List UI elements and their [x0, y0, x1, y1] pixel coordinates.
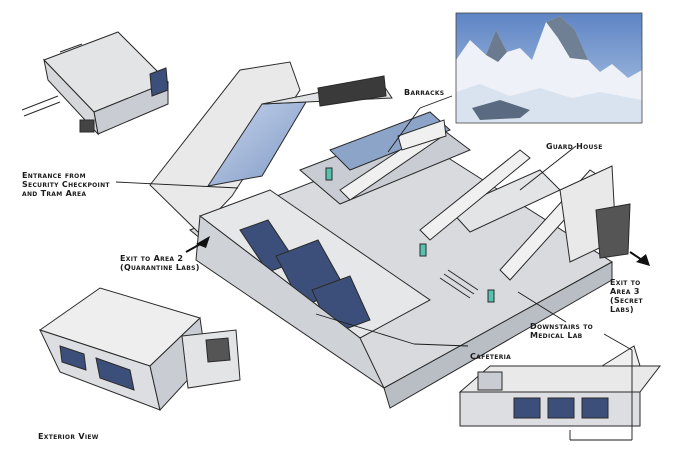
mountain-photo — [455, 12, 643, 124]
label-exit-area-3: Exit to Area 3 (Secret Labs) — [610, 278, 643, 314]
label-exit-area-3-line-3: (Secret — [610, 296, 643, 305]
label-entrance-line-1: Entrance from — [22, 171, 86, 180]
label-downstairs-line-2: Medical Lab — [530, 331, 583, 340]
label-guard-house: Guard House — [546, 142, 603, 151]
label-exit-area-2-line-1: Exit to Area 2 — [120, 254, 184, 263]
exit-arrow-right-icon — [629, 251, 650, 266]
label-downstairs: Downstairs to Medical Lab — [530, 322, 593, 340]
label-entrance-line-3: and Tram Area — [22, 189, 87, 198]
label-exit-area-3-line-1: Exit to — [610, 278, 641, 287]
callout-lines — [115, 95, 633, 441]
medical-lab-inset — [458, 345, 662, 427]
label-exterior-view: Exterior View — [38, 432, 99, 441]
label-barracks: Barracks — [404, 88, 444, 97]
exit-arrow-left-icon — [185, 236, 210, 253]
label-exit-area-2-line-2: (Quarantine Labs) — [120, 263, 200, 272]
label-entrance-line-2: Security Checkpoint — [22, 180, 110, 189]
main-building-cutaway — [149, 61, 631, 409]
label-guard-house-text: Guard House — [546, 142, 603, 151]
label-exit-area-2: Exit to Area 2 (Quarantine Labs) — [120, 254, 200, 272]
entrance-detail-view — [21, 31, 169, 136]
label-cafeteria-text: Cafeteria — [470, 352, 512, 361]
label-downstairs-line-1: Downstairs to — [530, 322, 594, 331]
label-cafeteria: Cafeteria — [470, 352, 511, 361]
label-entrance: Entrance from Security Checkpoint and Tr… — [22, 171, 110, 198]
label-barracks-text: Barracks — [404, 88, 445, 97]
label-exterior-view-text: Exterior View — [38, 432, 99, 441]
label-exit-area-3-line-2: Area 3 — [610, 287, 640, 296]
exterior-view-drawing — [38, 287, 241, 412]
label-exit-area-3-line-4: Labs) — [610, 305, 634, 314]
